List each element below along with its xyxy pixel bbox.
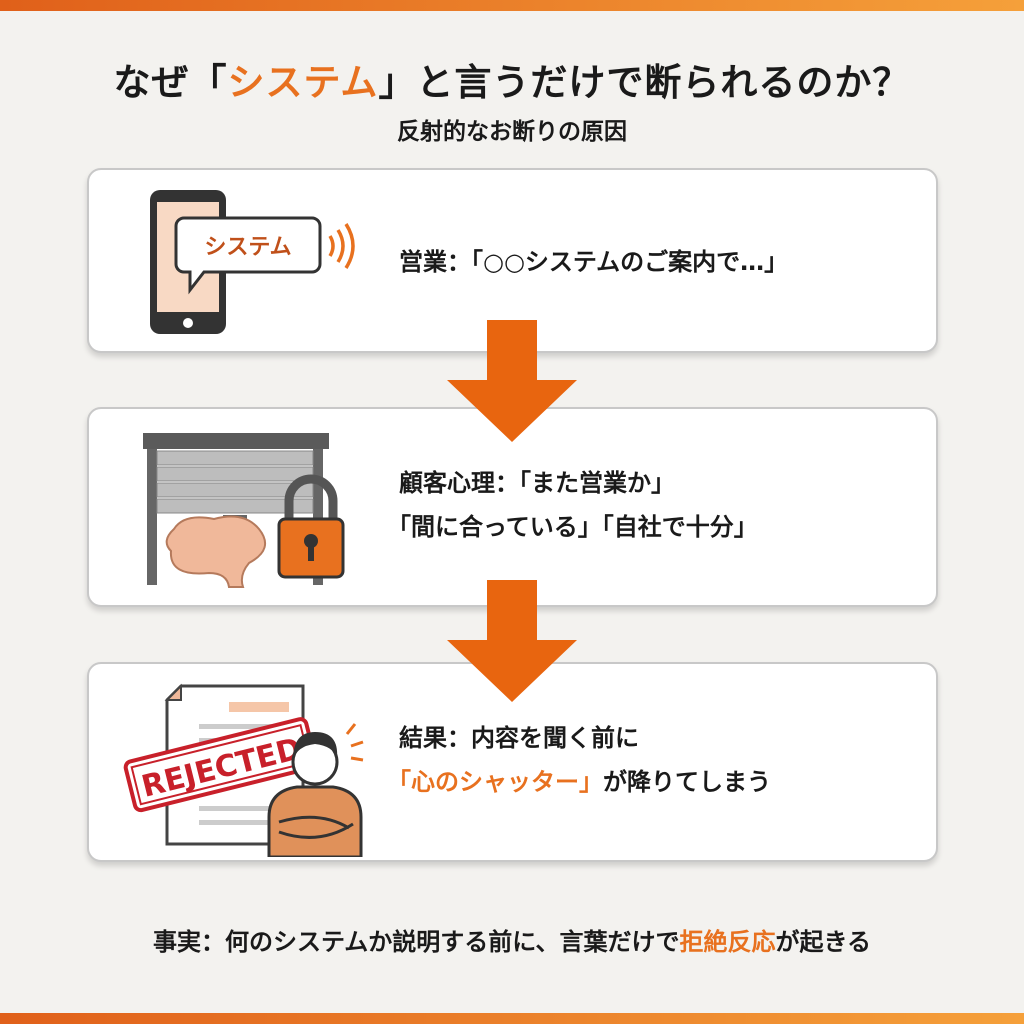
down-arrow-icon — [447, 580, 577, 702]
page-title: なぜ「システム」と言うだけで断られるのか？ — [113, 61, 911, 104]
customer-psychology-text: 顧客心理：「また営業か」 「間に合っている」「自社で十分」 — [387, 469, 758, 541]
top-accent-bar — [0, 0, 1024, 11]
phone-speech-icon: システム — [150, 190, 355, 334]
sales-text: 営業：「○○システムのご案内で…」 — [399, 248, 789, 276]
speech-bubble-text: システム — [204, 235, 291, 260]
page-subtitle: 反射的なお断りの原因 — [397, 119, 627, 145]
shutter-brain-lock-icon — [143, 433, 345, 588]
footer-fact: 事実：何のシステムか説明する前に、言葉だけで拒絶反応が起きる — [152, 928, 872, 956]
result-text: 結果：内容を聞く前に 「心のシャッター」が降りてしまう — [387, 724, 771, 796]
rejected-document-person-icon: REJECTED — [123, 683, 364, 857]
down-arrow-icon — [447, 320, 577, 442]
bottom-accent-bar — [0, 1013, 1024, 1024]
